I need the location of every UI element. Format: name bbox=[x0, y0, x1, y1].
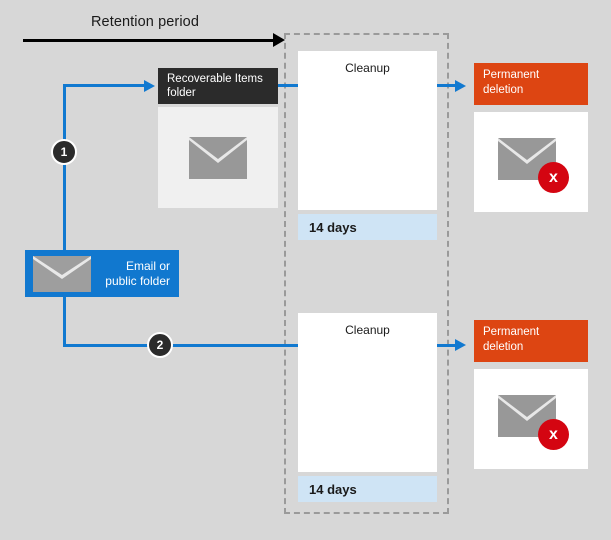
cleanup-duration-1-text: 14 days bbox=[309, 219, 357, 235]
email-or-public-folder-label-line1: Email or bbox=[125, 259, 170, 273]
connector-source-down bbox=[63, 297, 66, 346]
cleanup-duration-2-text: 14 days bbox=[309, 481, 357, 497]
permanent-deletion-body-1: x bbox=[474, 112, 588, 212]
envelope-icon bbox=[189, 136, 247, 179]
recoverable-items-header: Recoverable Items folder bbox=[158, 68, 278, 104]
email-or-public-folder-label: Email or public folder bbox=[91, 259, 170, 288]
envelope-deleted-icon: x bbox=[498, 395, 569, 450]
permanent-deletion-card-1: Permanent deletion x bbox=[474, 63, 588, 212]
recoverable-items-header-line2: folder bbox=[167, 87, 196, 99]
connector-cleanup1-arrowhead bbox=[455, 79, 466, 92]
connector-to-cleanup2 bbox=[63, 343, 458, 347]
cleanup-duration-1: 14 days bbox=[298, 214, 437, 240]
connector-to-recoverable-arrowhead bbox=[144, 79, 155, 92]
connector-to-recoverable bbox=[63, 84, 146, 87]
delete-badge-2: x bbox=[538, 419, 569, 450]
envelope-icon-svg bbox=[189, 136, 247, 179]
cleanup-label-2: Cleanup bbox=[345, 323, 390, 337]
step-badge-2: 2 bbox=[147, 332, 173, 358]
permanent-deletion-header-1-line2: deletion bbox=[483, 83, 524, 96]
retention-period-arrow-line bbox=[23, 38, 275, 42]
cleanup-box-1: Cleanup bbox=[298, 51, 437, 210]
step-badge-1: 1 bbox=[51, 139, 77, 165]
cleanup-duration-2: 14 days bbox=[298, 476, 437, 502]
cleanup-label-1: Cleanup bbox=[345, 61, 390, 75]
permanent-deletion-header-1: Permanent deletion bbox=[474, 63, 588, 105]
recoverable-items-card: Recoverable Items folder bbox=[158, 68, 278, 208]
cleanup-zone-boundary bbox=[284, 33, 449, 514]
recoverable-items-header-line1: Recoverable Items bbox=[167, 73, 263, 85]
permanent-deletion-header-1-line1: Permanent bbox=[483, 69, 540, 81]
connector-source-up bbox=[63, 86, 66, 251]
permanent-deletion-header-2-line1: Permanent bbox=[483, 326, 540, 338]
cleanup-box-2: Cleanup bbox=[298, 313, 437, 472]
step-badge-2-number: 2 bbox=[156, 338, 164, 352]
envelope-icon-svg bbox=[33, 255, 91, 292]
permanent-deletion-header-2: Permanent deletion bbox=[474, 320, 588, 362]
envelope-icon bbox=[33, 255, 91, 292]
step-badge-1-number: 1 bbox=[60, 145, 68, 159]
permanent-deletion-body-2: x bbox=[474, 369, 588, 469]
retention-period-label: Retention period bbox=[90, 14, 199, 30]
permanent-deletion-card-2: Permanent deletion x bbox=[474, 320, 588, 469]
permanent-deletion-header-2-line2: deletion bbox=[483, 340, 524, 353]
delete-badge-1: x bbox=[538, 162, 569, 193]
email-or-public-folder-label-line2: public folder bbox=[105, 273, 170, 288]
retention-period-arrow-head bbox=[273, 33, 285, 47]
envelope-deleted-icon: x bbox=[498, 138, 569, 193]
connector-cleanup2-arrowhead bbox=[455, 339, 466, 351]
recoverable-items-body bbox=[158, 107, 278, 208]
email-or-public-folder-box: Email or public folder bbox=[25, 250, 179, 297]
